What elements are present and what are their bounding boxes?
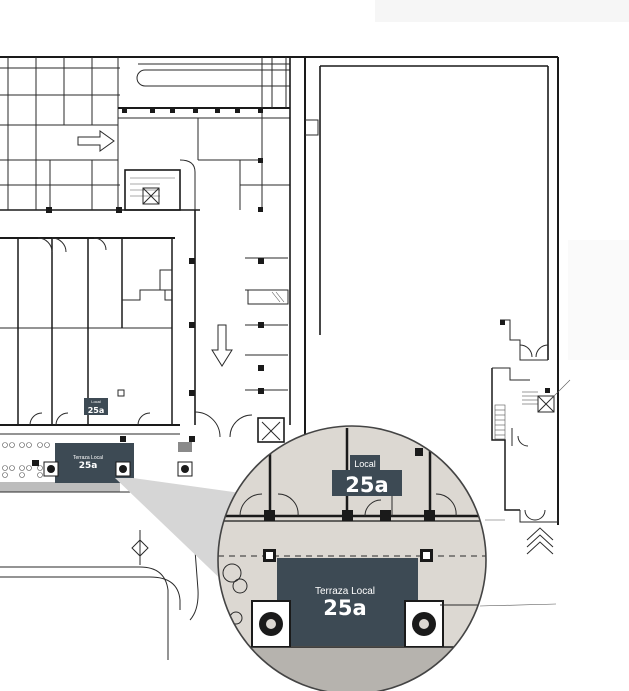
arrow-right-icon [77,130,115,152]
background-block [375,0,629,22]
local-caption-zoom: Local [354,459,376,469]
central-corridor [177,57,306,477]
large-hall [305,56,571,525]
local-caption-small: Local [91,399,101,404]
terraza-number-small: 25a [79,461,98,471]
terraza-number-zoom: 25a [323,596,366,620]
terraza-25a-label-zoom: Terraza Local 25a [315,586,375,620]
stair-icon [124,159,196,211]
lower-left-site-outline [0,489,199,660]
background-block [568,240,629,360]
planter-icon [251,600,291,648]
zoom-circle-frame [217,425,487,691]
upper-corridor-block [118,57,290,210]
terraza-caption-zoom: Terraza Local [315,586,375,597]
exterior-line [479,603,557,607]
local-25a-label-small: Local 25a [84,398,108,415]
shop-row [0,237,180,435]
local-number-small: 25a [88,406,105,415]
terraza-25a-label-small: Terraza Local 25a [43,443,134,483]
upper-left-grid [0,56,305,211]
local-number-zoom: 25a [345,473,388,497]
planter-icon [404,600,444,648]
emergency-exit-chevrons-icon [526,527,554,555]
structural-columns [46,108,264,442]
terraza-caption-small: Terraza Local [73,455,103,461]
local-25a-label-zoom: Local 25a [332,455,402,497]
arrow-down-icon [211,324,233,367]
